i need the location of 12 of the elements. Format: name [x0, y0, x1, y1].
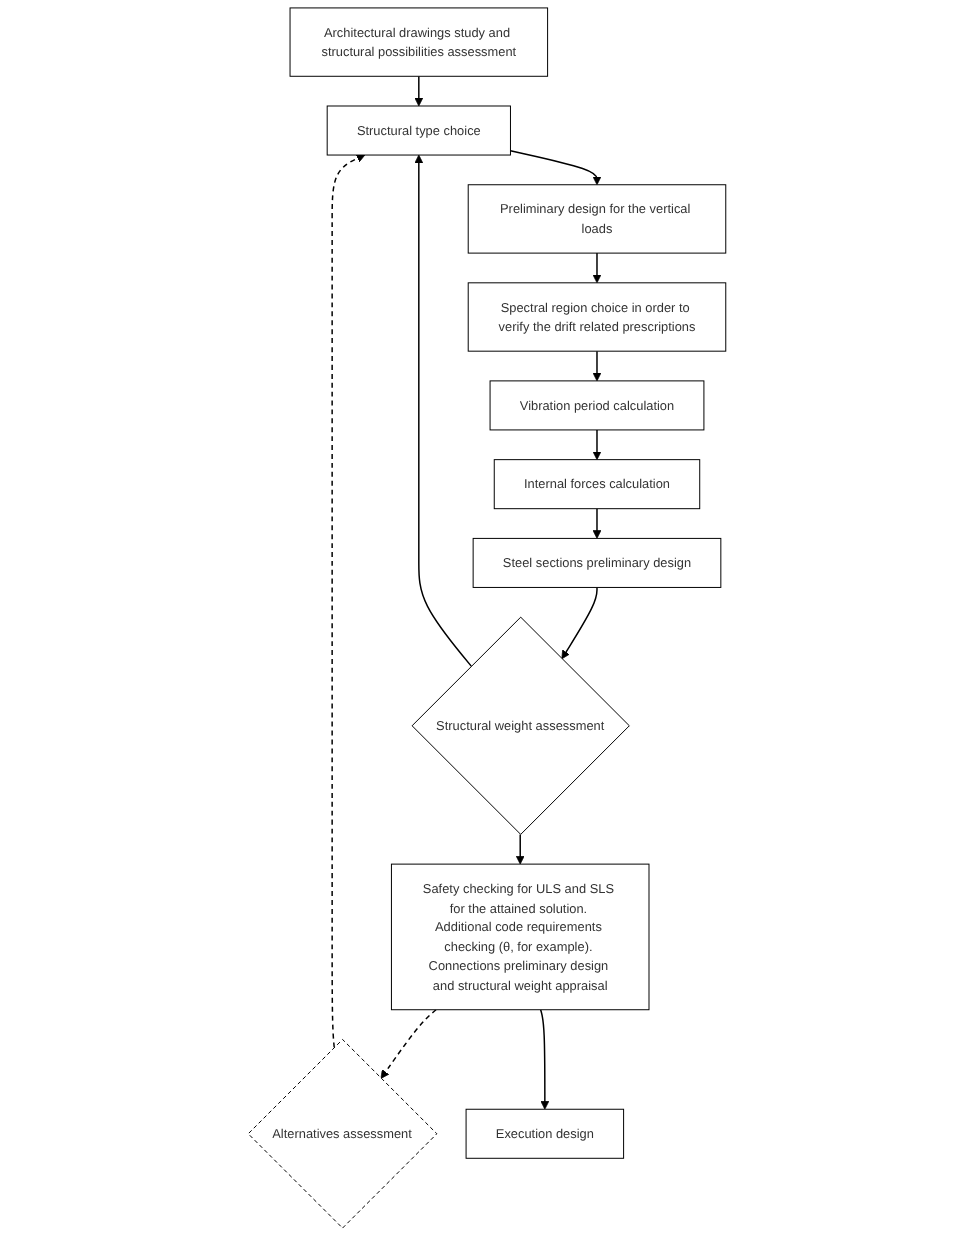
- arrow: [414, 154, 472, 667]
- arrow: [515, 833, 525, 865]
- arrow: [561, 586, 598, 660]
- arrow: [592, 350, 602, 382]
- arrow: [509, 150, 602, 186]
- arrow: [331, 154, 366, 1049]
- arrow: [592, 507, 602, 539]
- arrow: [380, 1009, 437, 1079]
- arrow: [539, 1009, 550, 1110]
- arrow: [414, 75, 424, 107]
- arrow: [592, 429, 602, 461]
- arrow: [592, 252, 602, 284]
